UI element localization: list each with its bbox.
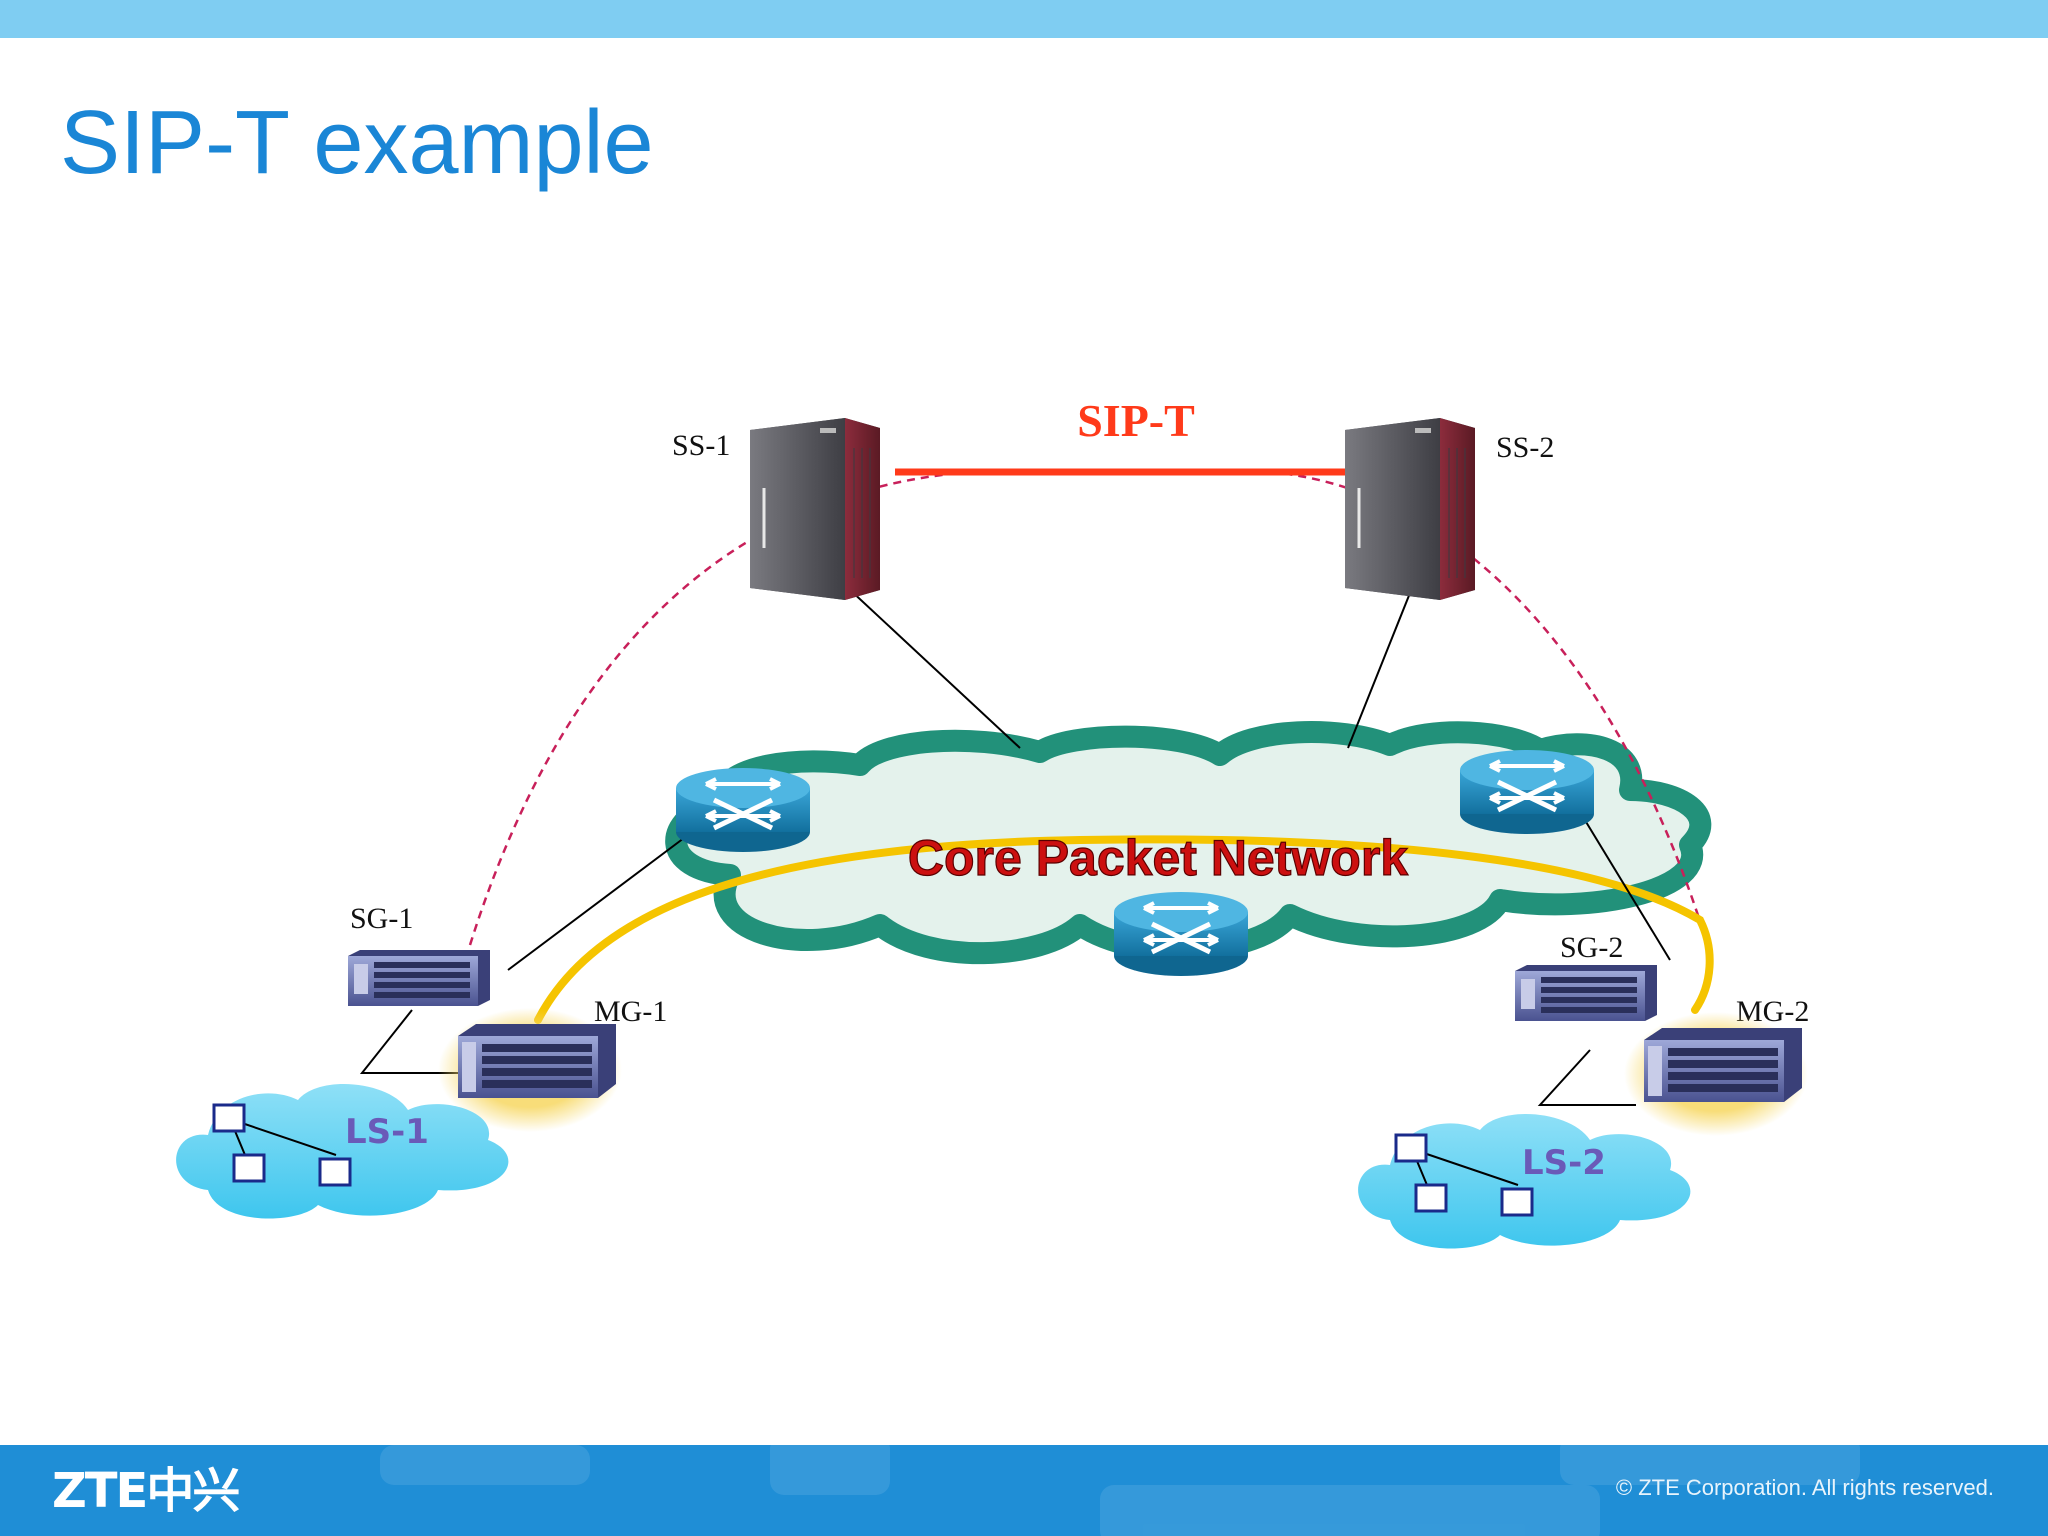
ls2-access-link [1537,1049,1636,1106]
footer-decoration [380,1445,590,1485]
mg1-label: MG-1 [594,995,667,1028]
sg2-label: SG-2 [1560,931,1623,964]
signaling-gateway-icon [348,950,490,1006]
router-icon [1114,892,1248,976]
media-gateway-icon [1624,1012,1808,1136]
footer-decoration [1100,1485,1600,1536]
signaling-gateway-icon [1515,965,1657,1021]
sip-t-label: SIP-T [1077,395,1195,446]
network-diagram: Core Packet Network SIP-T SS-1 SS-2 SG-1… [176,395,1809,1249]
media-gateway-icon [438,1008,622,1132]
softswitch-server-icon [750,418,880,600]
local-switch-cloud [176,1083,509,1219]
sg1-label: SG-1 [350,902,413,935]
router-icon [676,768,810,852]
ls2-label: LS-2 [1522,1143,1606,1183]
router-mg2-link [1579,811,1671,961]
footer-decoration [1560,1445,1860,1485]
top-banner [0,0,2048,38]
softswitch-server-icon [1345,418,1475,600]
local-switch-cloud [1358,1113,1691,1249]
bearer-path [534,835,1714,1024]
copyright-text: © ZTE Corporation. All rights reserved. [1615,1475,1994,1500]
logo-text: ZTE中兴 [52,1463,240,1519]
ls1-access-link [359,1009,458,1074]
slide-title: SIP-T example [60,93,654,193]
mg1-router-link [507,831,693,971]
ss2-label: SS-2 [1496,431,1554,464]
ss1-label: SS-1 [672,429,730,462]
router-icon [1460,750,1594,834]
footer-decoration [770,1445,890,1495]
zte-logo: ZTE中兴 [52,1463,240,1519]
ls1-label: LS-1 [345,1112,429,1152]
footer-bar: ZTE中兴 © ZTE Corporation. All rights rese… [0,1445,2048,1536]
ss2-network-link [1347,587,1413,749]
cloud-label: Core Packet Network [908,830,1408,886]
ss1-network-link [847,587,1021,749]
